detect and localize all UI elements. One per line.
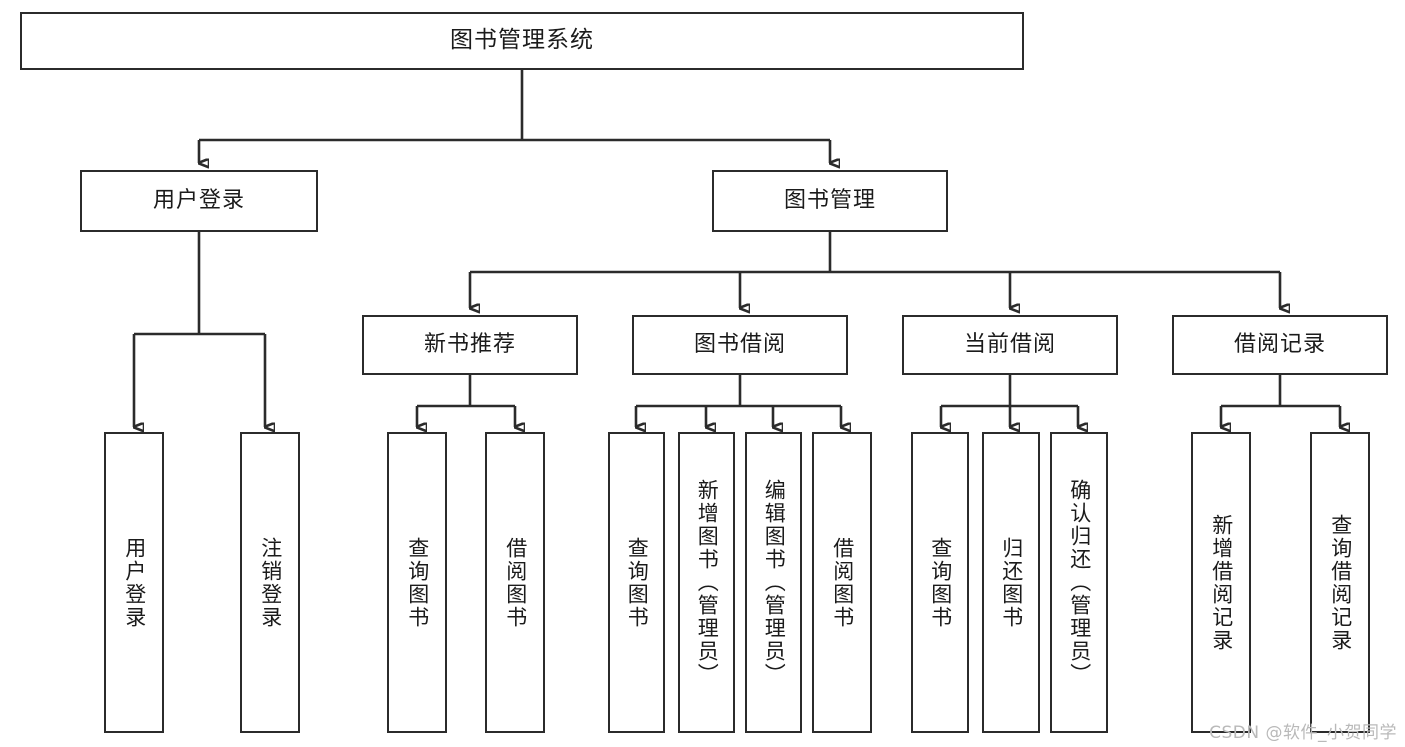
node-leaf-query-record[interactable]: 查询借阅记录	[1310, 432, 1370, 733]
node-leaf-add-record[interactable]: 新增借阅记录	[1191, 432, 1251, 733]
node-leaf-add-record-label: 新增借阅记录	[1209, 513, 1234, 652]
node-leaf-query-book-3[interactable]: 查询图书	[911, 432, 969, 733]
node-leaf-return-book-label: 归还图书	[999, 536, 1024, 629]
node-root[interactable]: 图书管理系统	[20, 12, 1024, 70]
node-current-borrow[interactable]: 当前借阅	[902, 315, 1118, 375]
node-leaf-query-book-2[interactable]: 查询图书	[608, 432, 665, 733]
node-leaf-query-book-3-label: 查询图书	[928, 536, 953, 629]
node-leaf-return-book[interactable]: 归还图书	[982, 432, 1040, 733]
node-leaf-borrow-book-2-label: 借阅图书	[830, 536, 855, 629]
node-leaf-edit-book-label: 编辑图书（管理员）	[762, 479, 787, 686]
node-book-management-label: 图书管理	[783, 187, 876, 213]
node-current-borrow-label: 当前借阅	[963, 331, 1056, 357]
node-leaf-user-login[interactable]: 用户登录	[104, 432, 164, 733]
node-book-borrow-label: 图书借阅	[693, 331, 786, 357]
node-book-borrow[interactable]: 图书借阅	[632, 315, 848, 375]
node-leaf-query-book-1-label: 查询图书	[405, 536, 430, 629]
node-user-login-label: 用户登录	[152, 187, 245, 213]
node-root-label: 图书管理系统	[450, 27, 594, 54]
node-book-management[interactable]: 图书管理	[712, 170, 948, 232]
node-borrow-record-label: 借阅记录	[1233, 331, 1326, 357]
node-leaf-query-record-label: 查询借阅记录	[1328, 513, 1353, 652]
node-borrow-record[interactable]: 借阅记录	[1172, 315, 1388, 375]
node-leaf-user-login-label: 用户登录	[122, 536, 147, 629]
node-leaf-confirm-return-label: 确认归还（管理员）	[1067, 479, 1092, 686]
node-leaf-borrow-book-2[interactable]: 借阅图书	[812, 432, 872, 733]
node-user-login[interactable]: 用户登录	[80, 170, 318, 232]
node-leaf-borrow-book-1[interactable]: 借阅图书	[485, 432, 545, 733]
node-leaf-query-book-1[interactable]: 查询图书	[387, 432, 447, 733]
node-leaf-user-logout[interactable]: 注销登录	[240, 432, 300, 733]
node-new-book-recommend-label: 新书推荐	[423, 331, 516, 357]
node-leaf-edit-book[interactable]: 编辑图书（管理员）	[745, 432, 802, 733]
watermark: CSDN @软件_小贺同学	[1209, 723, 1397, 743]
node-leaf-query-book-2-label: 查询图书	[625, 536, 650, 629]
node-leaf-user-logout-label: 注销登录	[258, 536, 283, 629]
node-new-book-recommend[interactable]: 新书推荐	[362, 315, 578, 375]
node-leaf-add-book-label: 新增图书（管理员）	[695, 479, 720, 686]
node-leaf-add-book[interactable]: 新增图书（管理员）	[678, 432, 735, 733]
node-leaf-borrow-book-1-label: 借阅图书	[503, 536, 528, 629]
node-leaf-confirm-return[interactable]: 确认归还（管理员）	[1050, 432, 1108, 733]
